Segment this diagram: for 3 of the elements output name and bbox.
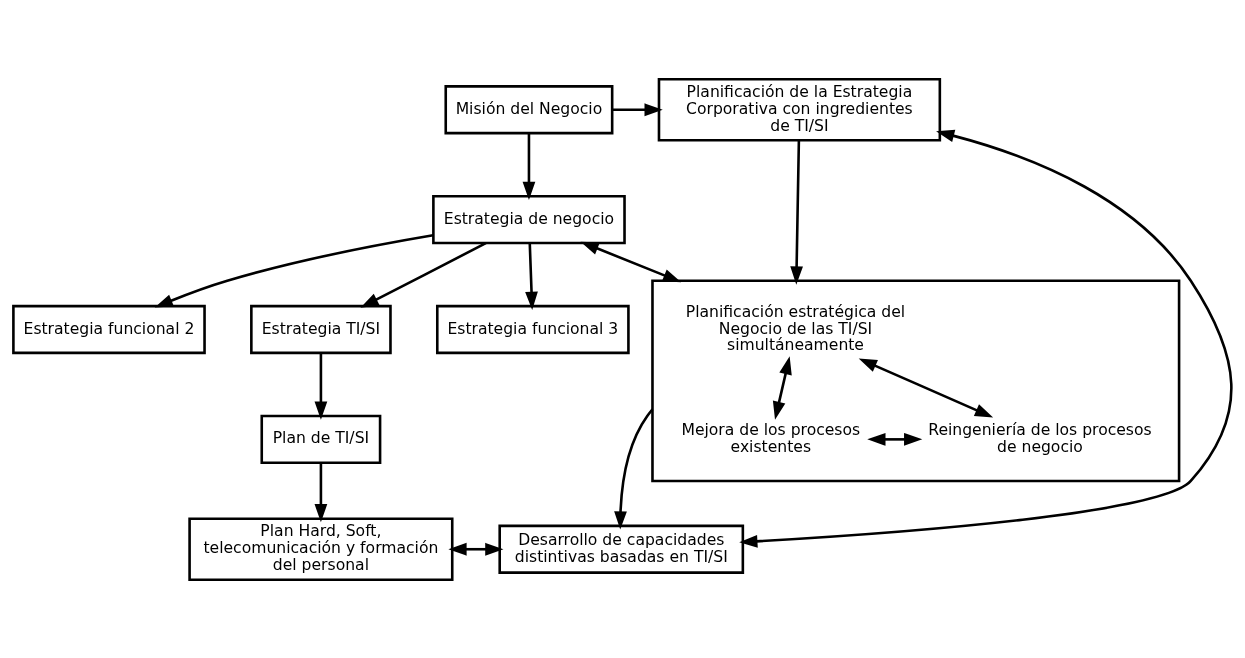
node-text: Reingeniería de los procesos de negocio [928,420,1152,456]
node-text: Mejora de los procesos existentes [681,420,861,456]
node-text: Planificación estratégica del Negocio de las TI/SI simultáneamente [685,302,906,354]
